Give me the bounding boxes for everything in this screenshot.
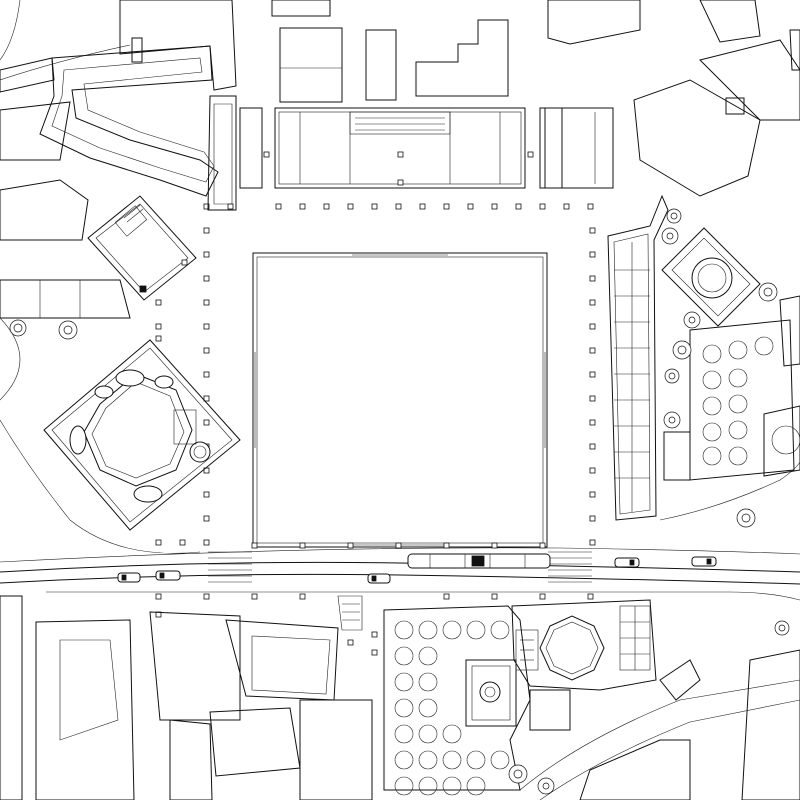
left-buildings [0,101,131,319]
car-2 [155,570,181,581]
car-4 [614,557,640,568]
tram [407,553,551,569]
crosswalk-left [208,551,252,583]
top-colonnade-building [239,107,614,189]
top-small-buildings [271,0,800,103]
left-stair-building [87,195,197,301]
left-octagonal-building [43,335,241,531]
car-5 [691,556,717,567]
crosswalk-right [548,551,592,583]
right-arcade-building [607,194,669,521]
car-3 [367,573,391,584]
bottom-right-octagonal-building [511,599,657,691]
right-domed-building-top [661,227,761,327]
dome-grid [394,620,510,796]
bottom-dome-complex [383,605,571,796]
right-dome-grid-complex [663,319,800,481]
central-square [252,252,548,548]
bottom-right-buildings [579,659,701,800]
right-buildings [633,39,800,800]
bollard-grid [155,203,596,656]
trees [9,208,790,795]
car-1 [117,572,141,583]
top-left-courtyard-building [0,0,237,211]
bottom-left-buildings [0,595,373,800]
